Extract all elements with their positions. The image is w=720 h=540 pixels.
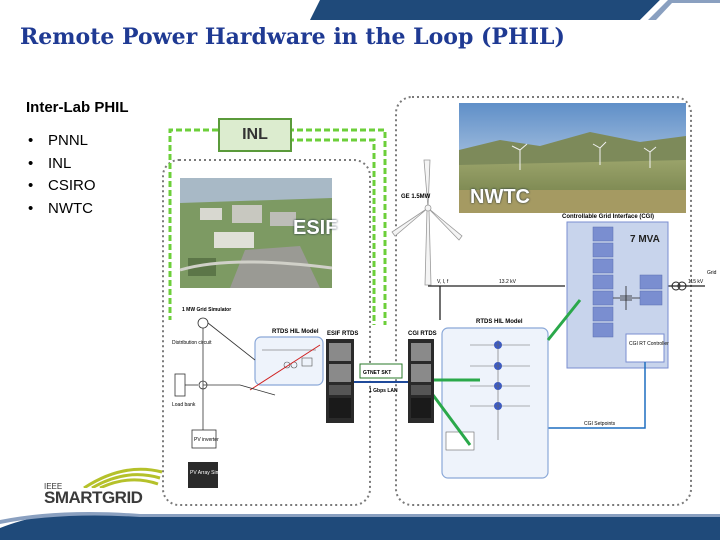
- logo-brand: SMARTGRID: [44, 488, 143, 507]
- logo-org: IEEE: [44, 482, 63, 491]
- list-item: •NWTC: [28, 199, 93, 217]
- top-banner: [0, 0, 720, 20]
- setpoint-link: [548, 362, 646, 429]
- ieee-smartgrid-logo: IEEE SMARTGRID: [44, 466, 164, 507]
- green-arrows: [431, 299, 582, 446]
- cgi-controller-label: CGI RT Controller: [629, 341, 669, 347]
- pv-inverter-box: [191, 429, 217, 449]
- cgi-cells: [592, 226, 663, 338]
- turbine-label: GE 1.5MW: [401, 194, 431, 200]
- esif-aerial-photo: [179, 178, 333, 288]
- lan-label: 1 Gbps LAN: [369, 388, 398, 394]
- transformer-icon: [671, 281, 687, 291]
- grid-voltage-label: 115 kV: [688, 279, 704, 285]
- cgi-setpoints-label: CGI Setpoints: [584, 421, 616, 427]
- lab-list: •PNNL •INL •CSIRO •NWTC: [28, 130, 96, 220]
- inl-box: INL: [218, 118, 292, 152]
- load-bank-label: Load bank: [172, 402, 196, 408]
- cgi-rating: 7 MVA: [630, 234, 660, 245]
- pv-inverter-label: PV inverter: [194, 437, 219, 443]
- rtds-hil-model-left-label: RTDS HIL Model: [272, 329, 319, 335]
- wind-turbine-icon: [391, 159, 463, 286]
- nwtc-panel: [395, 96, 692, 506]
- list-item: •INL: [28, 154, 72, 172]
- rtds-hil-model-right-label: RTDS HIL Model: [476, 319, 523, 325]
- rtds-hil-model-left: [254, 336, 324, 386]
- vi-label: V, I, f: [437, 279, 449, 285]
- distribution-label: Distribution circuit: [172, 340, 212, 346]
- rtds-hil-model-right: [441, 327, 549, 479]
- pv-simulator-label: PV Array Simulator: [190, 470, 233, 476]
- page-title: Remote Power Hardware in the Loop (PHIL): [20, 24, 565, 50]
- list-item: •CSIRO: [28, 177, 96, 194]
- bus-voltage-label: 13.2 kV: [499, 279, 517, 285]
- gtnet-label: GTNET SKT: [363, 370, 391, 376]
- comm-links: [168, 128, 387, 325]
- cgi-rtds-label: CGI RTDS: [408, 331, 437, 337]
- grid-label: Grid: [707, 270, 717, 276]
- esif-panel: [162, 159, 371, 506]
- nwtc-photo-label: NWTC: [470, 186, 530, 208]
- cgi-title: Controllable Grid Interface (CGI): [562, 214, 654, 220]
- footer-wave: [0, 514, 720, 540]
- esif-photo-label: ESIF: [293, 217, 337, 239]
- nwtc-landscape-photo: [459, 103, 686, 213]
- esif-rtds-label: ESIF RTDS: [327, 331, 358, 337]
- esif-rtds-rack: [326, 339, 354, 423]
- subheading: Inter-Lab PHIL: [26, 99, 129, 116]
- logo-arcs-icon: [83, 467, 163, 488]
- pv-simulator-box: [188, 462, 218, 488]
- cgi-rtds-rack: [408, 339, 434, 423]
- list-item: •PNNL: [28, 132, 89, 149]
- distribution-circuit: [174, 317, 276, 440]
- cgi-controller-box: [625, 333, 665, 363]
- grid-sim-label: 1 MW Grid Simulator: [182, 307, 231, 313]
